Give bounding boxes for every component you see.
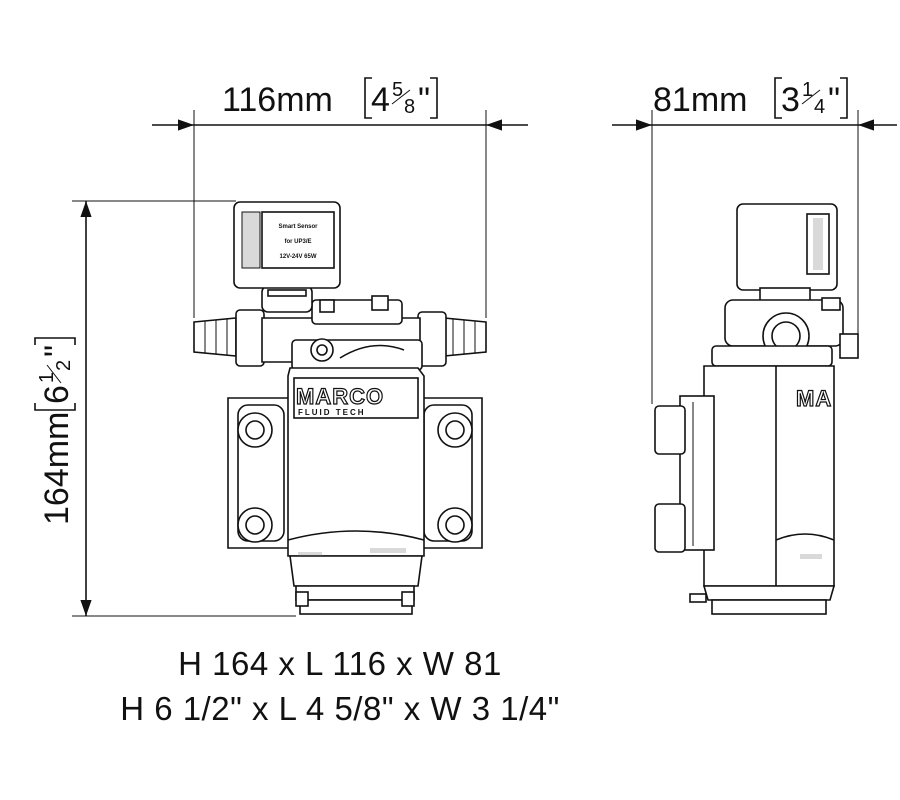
length-metric-label: 116mm [222, 81, 333, 119]
bypass-port [310, 338, 334, 362]
head-contour [339, 344, 405, 359]
motor-tag-right [370, 548, 406, 553]
length-imperial-whole: 4 [371, 81, 390, 119]
summary-imperial: H 6 1/2" x L 4 5/8" x W 3 1/4" [120, 690, 560, 727]
width-imperial-numerator: 1 [802, 79, 813, 101]
height-fraction-slash [46, 364, 62, 384]
base-plate [299, 599, 413, 615]
length-bracket-close [430, 77, 438, 119]
height-bracket-close [34, 337, 76, 345]
side-motor-tag [800, 554, 822, 559]
side-sensor-label [813, 218, 823, 270]
sensor-label-line3: 12V-24V 65W [279, 254, 316, 260]
length-inch-mark: " [418, 81, 430, 119]
width-bracket-close [840, 77, 848, 119]
sensor-side-label [241, 211, 261, 269]
motor-band [287, 530, 425, 541]
side-outlet-port [839, 333, 859, 359]
inlet-nut [235, 309, 265, 367]
side-foot-top [654, 405, 686, 455]
outlet-hose-barb [443, 317, 487, 357]
brand-subtitle: FLUID TECH [298, 408, 366, 417]
side-head-screw [821, 297, 841, 311]
height-inch-mark: " [38, 345, 76, 357]
motor-tag-left [298, 552, 322, 557]
height-imperial-whole: 6 [38, 385, 76, 404]
side-base-plate [711, 599, 827, 615]
base-screw-left [295, 591, 309, 607]
length-imperial-numerator: 5 [392, 79, 403, 101]
height-dimension: 164mm 6 1 2 " [34, 200, 296, 617]
mounting-hole-top-right [437, 412, 473, 448]
width-imperial-whole: 3 [781, 81, 800, 119]
mounting-hole-top-left [237, 412, 273, 448]
side-base-tab [689, 593, 707, 603]
sensor-label-line2: for UP3/E [284, 239, 311, 245]
width-inch-mark: " [828, 81, 840, 119]
side-head-lower [711, 345, 833, 367]
motor-endcap [289, 555, 423, 587]
width-dimension: 81mm 3 1 4 " [612, 77, 897, 404]
sensor-label-line1: Smart Sensor [278, 224, 318, 230]
length-fraction-slash [391, 89, 411, 105]
summary-metric: H 164 x L 116 x W 81 [178, 645, 502, 682]
width-imperial-denominator: 4 [814, 96, 825, 118]
brand-panel [293, 377, 419, 419]
length-imperial-denominator: 8 [404, 96, 415, 118]
width-fraction-slash [801, 89, 821, 105]
motor-base [295, 585, 415, 601]
mounting-hole-bottom-right [437, 507, 473, 543]
side-view-pump: MA [654, 203, 859, 615]
base-screw-right [401, 591, 415, 607]
width-metric-label: 81mm [653, 81, 747, 119]
sensor-coupling-ring [267, 289, 307, 297]
front-view-pump: Smart Sensor for UP3/E 12V-24V 65W MARCO… [193, 201, 487, 615]
height-metric-label: 164mm [38, 412, 76, 525]
width-bracket-open [774, 77, 782, 119]
height-imperial-numerator: 1 [36, 372, 58, 383]
length-bracket-open [364, 77, 372, 119]
sensor-label-panel [261, 211, 335, 269]
side-motor-endcap [702, 585, 836, 601]
side-foot-bottom [654, 503, 686, 553]
height-bracket-open [34, 403, 76, 411]
side-brand-logo: MA [796, 386, 832, 411]
mounting-hole-bottom-left [237, 507, 273, 543]
head-screw-left [319, 299, 335, 313]
length-dimension: 116mm 4 5 8 " [152, 77, 528, 318]
brand-logo: MARCO [296, 384, 384, 409]
inlet-hose-barb [193, 317, 237, 357]
height-imperial-denominator: 2 [53, 360, 75, 371]
head-screw-right [371, 295, 389, 311]
side-motor-band [775, 533, 835, 541]
